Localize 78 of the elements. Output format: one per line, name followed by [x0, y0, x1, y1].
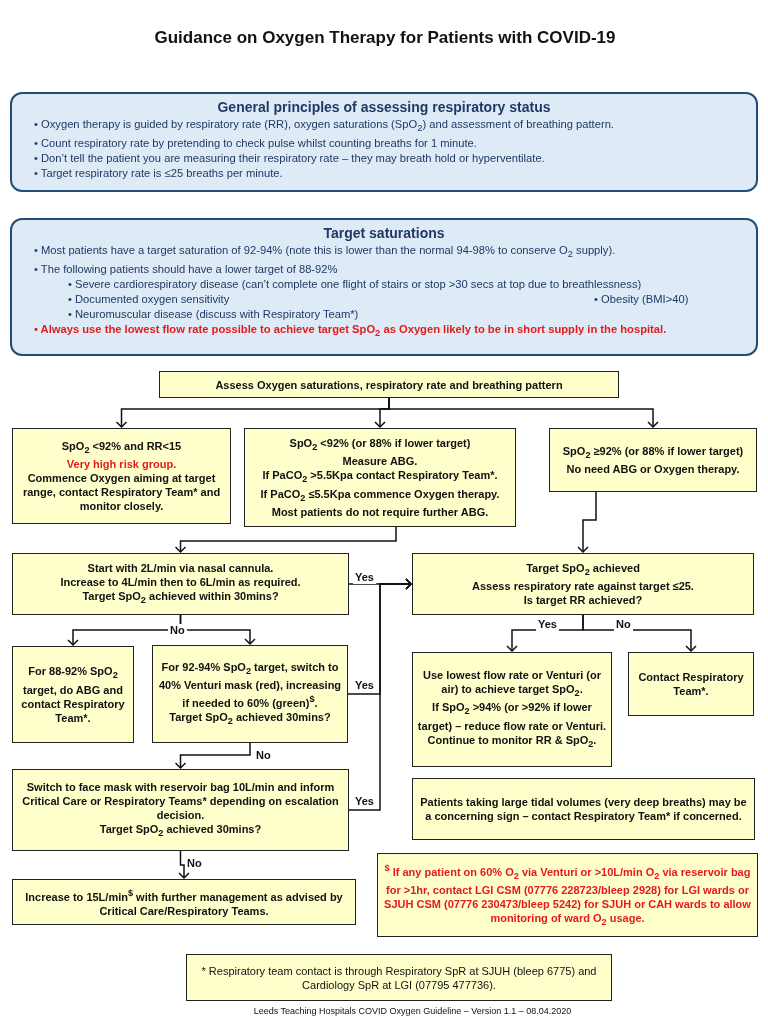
box-text: Target SpO$_{2}$ achieved 30mins? — [99, 821, 262, 841]
process-box — [412, 553, 754, 615]
edge-label: No — [168, 624, 187, 637]
box-text: Assess Oxygen saturations, respiratory rate and breathing pattern — [215, 377, 563, 392]
bullet-point: • Always use the lowest flow rate possible to achieve target SpO$_{2}$ as Oxygen likely to be in short supply in the hospital. — [33, 322, 668, 341]
edge-label: No — [614, 618, 633, 631]
box-text: Contact Respiratory Team*. — [637, 670, 745, 698]
box-text: SpO$_{2}$ <92% (or 88% if lower target) — [289, 436, 471, 455]
box-text: Target SpO$_{2}$ achieved — [526, 560, 640, 580]
box-text: Switch to face mask with reservoir bag 10L/min and inform Critical Care or Respiratory Teams* depending on escalation decision. — [21, 779, 340, 822]
box-text: For 92-94% SpO$_{2}$ target, switch to 40% Venturi mask (red), increasing if needed to 60% (green)$^{$}$. — [157, 660, 343, 710]
process-box — [152, 645, 348, 743]
arrow — [388, 397, 659, 428]
box-text: If PaCO$_{2}$ ≤5.5Kpa commence Oxygen therapy. — [260, 486, 500, 505]
box-text: Patients taking large tidal volumes (very deep breaths) may be a concerning sign – contact Respiratory Team* if concerned. — [419, 795, 748, 823]
box-text: Increase to 15L/min$^{$}$ with further management as advised by Critical Care/Respiratory Teams. — [24, 887, 344, 918]
info-panel — [10, 92, 758, 192]
box-text: Start with 2L/min via nasal cannula. — [87, 560, 274, 575]
edge-label: Yes — [353, 571, 376, 584]
arrow — [348, 578, 412, 811]
process-box — [549, 428, 757, 492]
process-box — [12, 553, 349, 615]
edge-label: Yes — [353, 679, 376, 692]
panel-heading: General principles of assessing respiratory status — [216, 99, 552, 115]
box-text: Continue to monitor RR & SpO$_{2}$. — [427, 732, 597, 751]
process-box — [12, 769, 349, 851]
bullet-point: • Oxygen therapy is guided by respiratory rate (RR), oxygen saturations (SpO$_{2}$) and assessment of breathing pattern. — [33, 117, 615, 136]
title: Guidance on Oxygen Therapy for Patients with COVID-19 — [153, 28, 617, 48]
bullet-point: • Documented oxygen sensitivity — [67, 292, 231, 308]
process-box — [628, 652, 754, 716]
process-box — [412, 778, 755, 840]
box-text: SpO$_{2}$ ≥92% (or 88% if lower target) — [562, 443, 744, 463]
bullet-point: • Neuromuscular disease (discuss with Respiratory Team*) — [67, 307, 360, 323]
box-text: SpO$_{2}$ <92% and RR<15 — [61, 438, 182, 458]
box-text: Very high risk group. — [66, 457, 177, 472]
box-text: If SpO$_{2}$ >94% (or >92% if lower target) – reduce flow rate or Venturi. — [417, 700, 607, 733]
process-box — [12, 879, 356, 925]
bullet-point: • Most patients have a target saturation of 92-94% (note this is lower than the normal 94-98% to conserve O$_{2}$ supply). — [33, 243, 617, 262]
box-text: For 88-92% SpO$_{2}$ target, do ABG and contact Respiratory Team*. — [20, 664, 126, 725]
process-box — [412, 652, 612, 767]
process-box — [12, 428, 231, 524]
box-text: Is target RR achieved? — [523, 593, 643, 608]
arrow — [179, 614, 256, 645]
bullet-point: • Don’t tell the patient you are measuring their respiratory rate – they may breath hold or hyperventilate. — [33, 151, 546, 167]
box-text: Commence Oxygen aiming at target range, contact Respiratory Team* and monitor closely. — [21, 471, 222, 514]
box-text: No need ABG or Oxygen therapy. — [566, 462, 740, 477]
arrow — [582, 614, 697, 652]
box-text: Assess respiratory rate against target ≤25. — [472, 579, 694, 594]
note-box — [377, 853, 758, 937]
process-box — [12, 646, 134, 743]
arrow — [174, 742, 251, 769]
edge-label: No — [185, 857, 204, 870]
process-box — [159, 371, 619, 398]
bullet-point: • Obesity (BMI>40) — [593, 292, 689, 308]
arrow — [178, 850, 190, 879]
box-text: * Respiratory team contact is through Respiratory SpR at SJUH (bleep 6775) and Cardiology SpR at LGI (07795 477736). — [200, 963, 598, 992]
arrow — [577, 491, 597, 553]
bullet-point: • Count respiratory rate by pretending to check pulse whilst counting breaths for 1 minute. — [33, 136, 478, 152]
box-text: $^{$}$ If any patient on 60% O$_{2}$ via Venturi or >10L/min O$_{2}$ via reservoir bag for >1hr, contact LGI CSM (07776 228723/bleep 2928) for LGI wards or SJUH CSM (07776 230473/bleep 5242) for SJUH or CAH wards to allow monitoring of ward O$_{2}$ usage. — [383, 862, 752, 929]
edge-label: No — [254, 749, 273, 762]
arrow — [174, 526, 397, 553]
process-box — [244, 428, 516, 527]
info-panel — [10, 218, 758, 356]
box-text: Increase to 4L/min then to 6L/min as required. — [60, 574, 301, 589]
box-text: Target SpO$_{2}$ achieved within 30mins? — [82, 588, 279, 608]
bullet-point: • The following patients should have a lower target of 88-92% — [33, 262, 339, 278]
edge-label: Yes — [536, 618, 559, 631]
footer-caption: Leeds Teaching Hospitals COVID Oxygen Guideline – Version 1.1 – 08.04.2020 — [252, 1006, 573, 1016]
panel-heading: Target saturations — [322, 225, 446, 241]
box-text: If PaCO$_{2}$ >5.5Kpa contact Respiratory Team*. — [262, 468, 498, 487]
box-text: Use lowest flow rate or Venturi (or air) to achieve target SpO$_{2}$. — [422, 668, 602, 701]
box-text: Most patients do not require further ABG. — [271, 504, 489, 519]
box-text: Target SpO$_{2}$ achieved 30mins? — [169, 709, 331, 728]
edge-label: Yes — [353, 795, 376, 808]
bullet-point: • Severe cardiorespiratory disease (can’t complete one flight of stairs or stop >30 secs at top due to breathlessness) — [67, 277, 643, 293]
box-text: Measure ABG. — [342, 454, 418, 469]
process-box — [186, 954, 612, 1001]
bullet-point: • Target respiratory rate is ≤25 breaths per minute. — [33, 166, 284, 182]
